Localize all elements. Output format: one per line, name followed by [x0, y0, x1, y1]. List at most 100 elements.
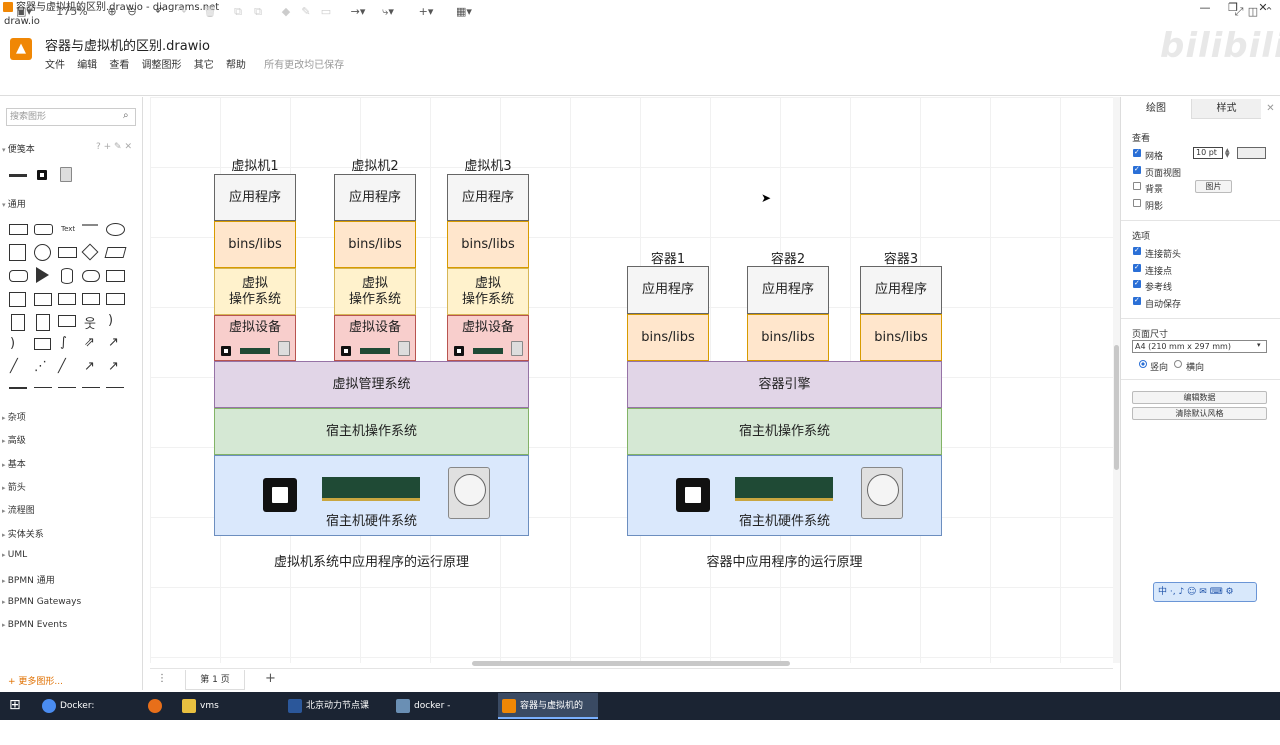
shape-actor-icon[interactable]: 웃 — [84, 317, 96, 332]
minimize-button[interactable]: — — [1199, 1, 1211, 14]
to-front-icon[interactable]: ⧉ — [234, 5, 242, 18]
shape-cloud[interactable] — [82, 270, 100, 282]
page-menu-icon[interactable]: ⋮ — [157, 673, 167, 684]
scratch-ram-icon[interactable] — [9, 174, 27, 177]
container3-app[interactable]: 应用程序 — [860, 266, 942, 314]
table-icon[interactable]: ▦▾ — [456, 5, 472, 18]
shadow-icon[interactable]: ▭ — [320, 5, 332, 18]
sidebar-section-arrows[interactable]: 箭头 — [2, 480, 26, 493]
maximize-button[interactable]: ❐ — [1228, 1, 1238, 14]
shape-card[interactable] — [36, 314, 50, 331]
menu-extras[interactable]: 其它 — [193, 60, 214, 71]
background-image-button[interactable]: 图片 — [1195, 180, 1232, 193]
menu-file[interactable]: 文件 — [45, 60, 65, 71]
shape-edge-2[interactable] — [34, 387, 52, 388]
grid-color-swatch[interactable] — [1237, 147, 1266, 159]
shape-note[interactable] — [11, 314, 25, 331]
shape-triangle[interactable] — [36, 267, 49, 283]
sidebar-section-bpmn-gateways[interactable]: BPMN Gateways — [2, 597, 81, 607]
zoom-in-icon[interactable]: ⊕ — [107, 5, 117, 18]
landscape-radio[interactable] — [1174, 360, 1182, 368]
add-page-icon[interactable]: + — [265, 671, 276, 686]
line-color-icon[interactable]: ✎ — [301, 5, 311, 18]
close-button[interactable]: ✕ — [1258, 1, 1268, 14]
document-name[interactable]: 容器与虚拟机的区别.drawio — [45, 39, 210, 54]
vm2-os[interactable]: 虚拟操作系统 — [334, 268, 416, 315]
edit-data-button[interactable]: 编辑数据 — [1132, 391, 1267, 404]
shape-connector-icon[interactable]: ↗ — [108, 359, 119, 374]
shape-or-icon[interactable]: ) — [108, 313, 114, 328]
grid-size-input[interactable]: 10 pt — [1193, 147, 1223, 159]
guides-checkbox[interactable] — [1133, 279, 1141, 288]
shape-parallelogram[interactable] — [104, 247, 127, 258]
collapse-icon[interactable]: ⌃ — [1264, 5, 1274, 18]
menu-arrange[interactable]: 调整图形 — [141, 60, 182, 71]
shape-bidirectional-arrow-icon[interactable]: ⇗ — [84, 335, 95, 350]
tab-diagram[interactable]: 绘图 — [1121, 99, 1191, 119]
shape-square[interactable] — [9, 244, 26, 261]
shape-search-input[interactable]: 搜索图形 — [6, 108, 136, 126]
vm3-libs[interactable]: bins/libs — [447, 221, 529, 268]
shape-edge-5[interactable] — [106, 387, 124, 388]
shape-document[interactable] — [106, 270, 125, 282]
scratchpad-section[interactable]: 便笺本 — [2, 142, 35, 155]
autosave-checkbox[interactable] — [1133, 296, 1141, 305]
shape-directional-arrow-icon[interactable]: ↗ — [84, 359, 95, 374]
shape-line-icon[interactable]: ╱ — [10, 359, 18, 374]
sidebar-section-advanced[interactable]: 高级 — [2, 433, 26, 446]
shape-edge-1[interactable] — [9, 387, 27, 389]
undo-icon[interactable]: ↶ — [155, 5, 165, 18]
taskbar-explorer[interactable]: vms — [178, 693, 278, 719]
taskbar-chrome[interactable]: Docker: Accelerat... — [38, 693, 138, 737]
delete-icon[interactable]: 🗑 — [203, 5, 217, 18]
fill-color-icon[interactable]: ◆ — [281, 5, 291, 18]
sidebar-section-er[interactable]: 实体关系 — [2, 527, 44, 540]
shape-edge-4[interactable] — [82, 387, 100, 388]
shape-data-storage[interactable] — [34, 338, 51, 350]
sidebar-section-flowchart[interactable]: 流程图 — [2, 503, 35, 516]
menu-view[interactable]: 查看 — [109, 60, 130, 71]
scratchpad-tools[interactable]: ? + ✎ ✕ — [96, 142, 132, 152]
taskbar-firefox[interactable] — [144, 693, 172, 719]
shape-rectangle[interactable] — [9, 224, 28, 235]
shape-step[interactable] — [58, 293, 76, 305]
container3-libs[interactable]: bins/libs — [860, 314, 942, 361]
connection-icon[interactable]: →▾ — [350, 5, 366, 18]
shape-circle[interactable] — [34, 244, 51, 261]
grid-size-stepper-icon[interactable]: ▲▼ — [1225, 147, 1230, 159]
format-panel-close-icon[interactable]: ✕ — [1266, 103, 1275, 114]
shape-edge-3[interactable] — [58, 387, 76, 388]
more-shapes-button[interactable]: + 更多图形... — [8, 677, 63, 687]
shape-tape[interactable] — [106, 293, 125, 305]
container1-app[interactable]: 应用程序 — [627, 266, 709, 314]
vm3-app[interactable]: 应用程序 — [447, 174, 529, 221]
shape-internal-storage[interactable] — [9, 292, 26, 307]
sidebar-section-bpmn-events[interactable]: BPMN Events — [2, 620, 67, 630]
scratch-hdd-icon[interactable] — [60, 167, 72, 182]
shape-link-icon[interactable]: ╱ — [58, 359, 66, 374]
shape-callout[interactable] — [58, 315, 76, 327]
start-menu-icon[interactable]: ⊞ — [9, 697, 21, 713]
shape-rounded-rectangle[interactable] — [34, 224, 53, 235]
container-host-os-layer[interactable]: 宿主机操作系统 — [627, 408, 942, 455]
menu-edit[interactable]: 编辑 — [77, 60, 98, 71]
shape-trapezoid[interactable] — [82, 293, 100, 305]
taskbar-drawio[interactable]: 容器与虚拟机的区... — [498, 693, 598, 737]
shape-cylinder[interactable] — [61, 268, 73, 284]
shape-dashed-line-icon[interactable]: ⋰ — [34, 359, 47, 374]
panel-icon[interactable]: ◫ — [1247, 5, 1259, 18]
shape-process[interactable] — [58, 247, 77, 258]
sidebar-section-misc[interactable]: 杂项 — [2, 410, 26, 423]
ime-toolbar[interactable]: 中 ·, ♪ ☺ ✉ ⌨ ⚙ — [1153, 582, 1257, 602]
sidebar-section-basic[interactable]: 基本 — [2, 457, 26, 470]
container2-app[interactable]: 应用程序 — [747, 266, 829, 314]
search-icon[interactable]: ⌕ — [123, 110, 129, 121]
vm1-libs[interactable]: bins/libs — [214, 221, 296, 268]
waypoints-icon[interactable]: ⤷▾ — [382, 5, 394, 18]
vm2-app[interactable]: 应用程序 — [334, 174, 416, 221]
connection-points-checkbox[interactable] — [1133, 263, 1141, 272]
shadow-checkbox[interactable] — [1133, 199, 1141, 207]
shape-curve-icon[interactable]: ∫ — [60, 335, 67, 350]
taskbar-word[interactable]: 北京动力节点课程-... — [284, 693, 384, 737]
clear-default-style-button[interactable]: 清除默认风格 — [1132, 407, 1267, 420]
